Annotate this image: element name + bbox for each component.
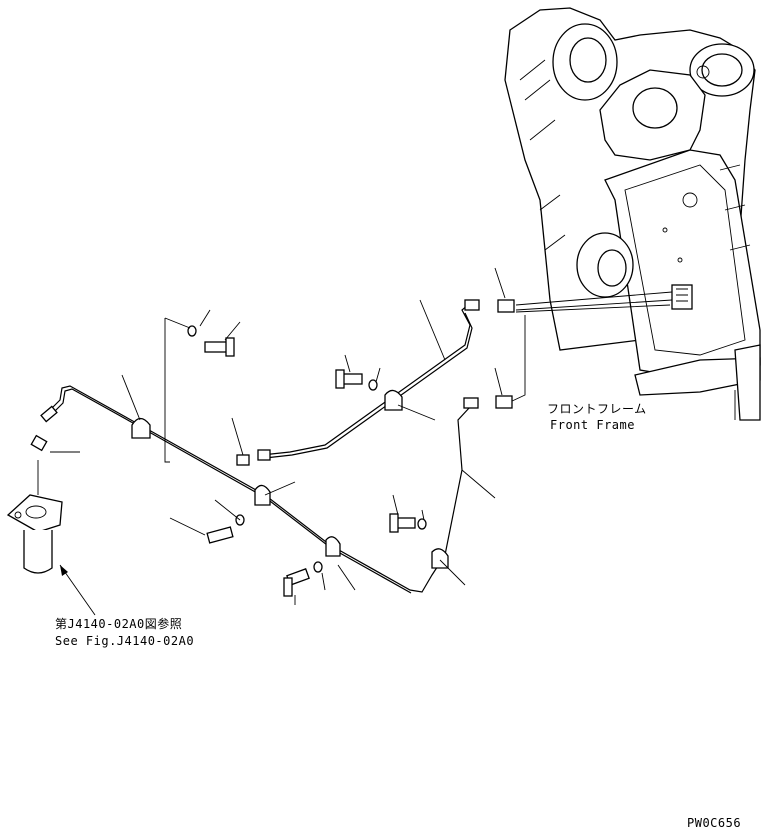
drawing-code: PW0C656 [687,816,742,830]
long-grease-pipe [44,385,471,593]
pin-assembly [6,460,63,574]
front-frame [504,7,761,421]
upper-grease-pipe [261,304,471,456]
label-reference-jp: 第J4140-02A0図参照 [55,617,183,631]
label-front-frame-en: Front Frame [550,418,635,432]
label-front-frame-jp: フロントフレーム [547,402,647,416]
clamps [131,389,449,569]
fittings [30,299,515,466]
grease-lines [44,291,673,594]
leader-lines [50,267,736,616]
label-reference-en: See Fig.J4140-02A0 [55,634,195,648]
fitting-elbow [40,405,58,423]
pin-plate [6,494,63,533]
bolts [187,325,427,597]
clamp-1 [131,417,151,439]
